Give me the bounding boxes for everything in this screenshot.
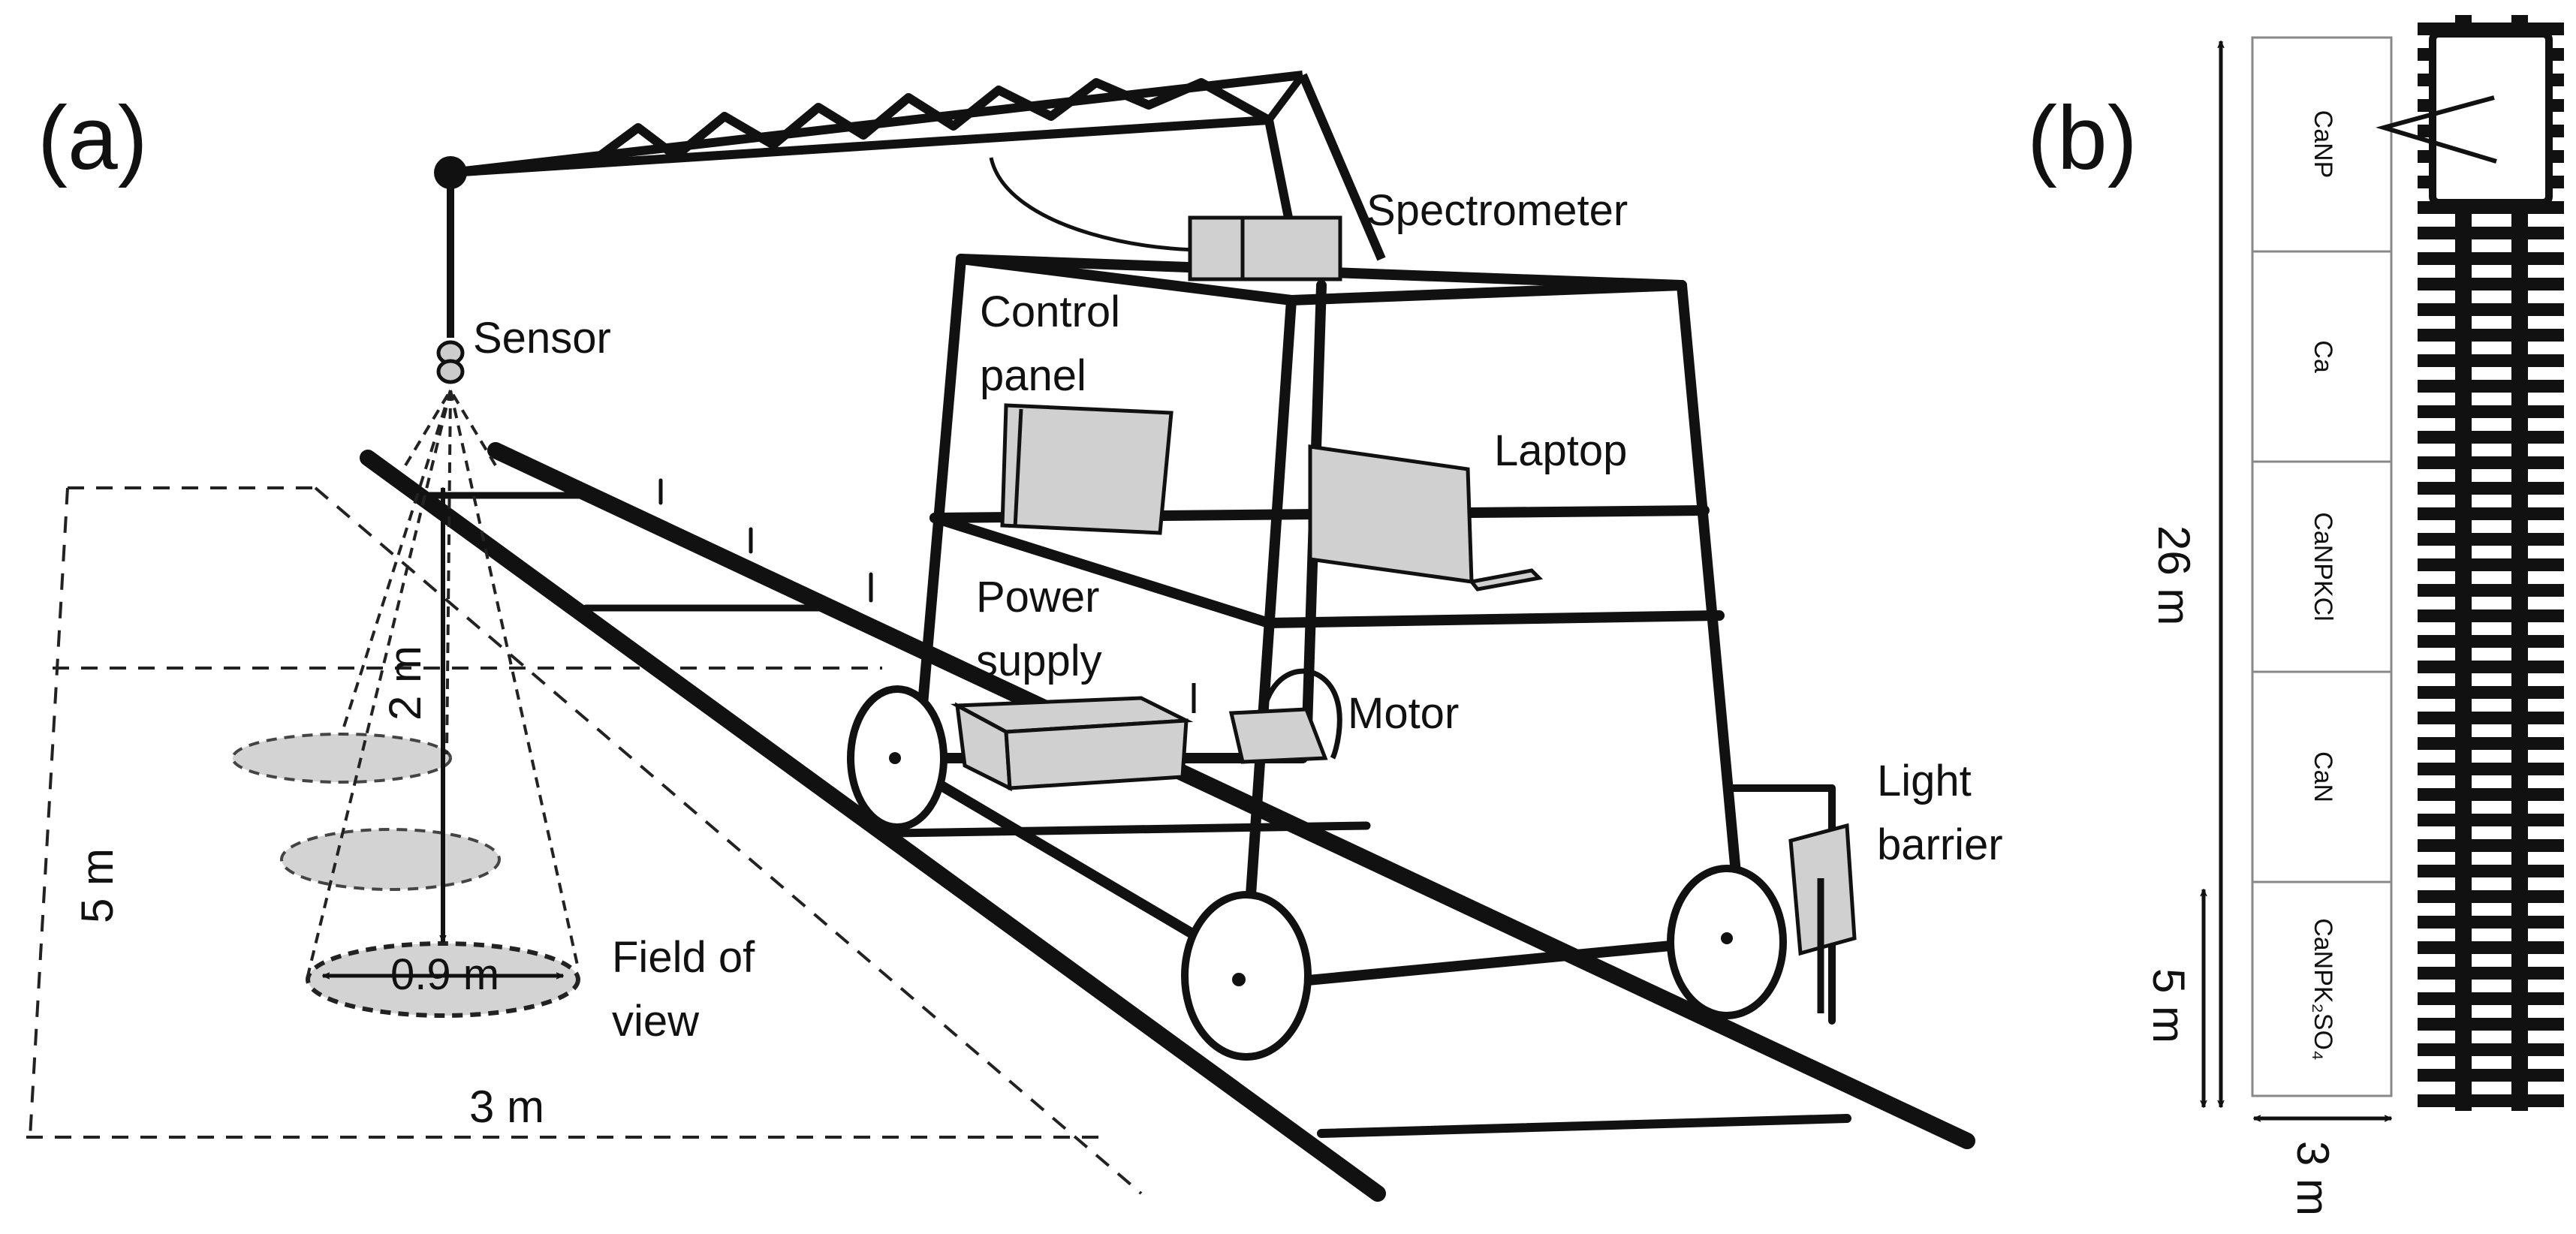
- track-sleeper: [2418, 533, 2564, 546]
- sensor-mast: [434, 156, 467, 384]
- plot-column: [2251, 36, 2393, 1097]
- power-supply-label-1: Power: [976, 573, 1099, 622]
- track-sleeper: [2418, 1043, 2564, 1056]
- fov-diameter-label: 0.9 m: [390, 950, 499, 999]
- light-barrier: [1788, 823, 1857, 1013]
- track-sleeper: [2418, 278, 2564, 290]
- track-rail: [2511, 15, 2528, 1111]
- track-sleeper: [2418, 584, 2564, 597]
- track-sleeper: [2418, 482, 2564, 495]
- track-sleeper: [2418, 354, 2564, 367]
- track-sleeper: [2418, 303, 2564, 316]
- panel-a-label: (a): [38, 88, 148, 188]
- track-sleeper: [2418, 686, 2564, 699]
- panel-a: (a): [26, 71, 2003, 1202]
- track-sleeper: [2418, 405, 2564, 418]
- spectrometer-label: Spectrometer: [1366, 186, 1628, 235]
- plot-label: CaNP: [2309, 110, 2337, 179]
- panel-b-label: (b): [2027, 88, 2138, 188]
- track-sleeper: [2418, 507, 2564, 520]
- field-width-label: 3 m: [469, 1082, 544, 1132]
- track-sleeper: [2418, 558, 2564, 571]
- track-sleeper: [2418, 712, 2564, 724]
- sensor-label: Sensor: [473, 314, 611, 363]
- track-sleeper: [2418, 814, 2564, 826]
- rail-track: [360, 442, 1975, 1202]
- power-supply-box: [950, 683, 1196, 792]
- plot-width-label: 3 m: [2288, 1141, 2338, 1216]
- laptop-label: Laptop: [1494, 426, 1627, 475]
- sensor-height-label: 2 m: [380, 646, 430, 721]
- track-sleeper: [2418, 865, 2564, 877]
- panel-b: (b) 26 m 5 m 3 m CaNP Ca CaNPKCl CaN CaN…: [2027, 15, 2564, 1216]
- railway-track: [2418, 15, 2564, 1111]
- track-sleeper: [2418, 737, 2564, 750]
- field-length-label: 5 m: [72, 848, 122, 923]
- track-sleeper: [2418, 252, 2564, 265]
- track-sleeper: [2418, 941, 2564, 954]
- control-panel-label-1: Control: [980, 287, 1120, 336]
- track-sleeper: [2418, 431, 2564, 444]
- spectrometer-box: [1188, 215, 1342, 281]
- plot-length-label: 5 m: [2144, 968, 2194, 1043]
- laptop: [1308, 444, 1544, 591]
- total-length-label: 26 m: [2149, 525, 2199, 625]
- track-sleeper: [2418, 890, 2564, 903]
- plot-label: CaNPK₂SO₄: [2309, 918, 2337, 1061]
- plot-label: CaN: [2309, 751, 2337, 802]
- track-rail: [2455, 15, 2472, 1111]
- field-of-view-label-2: view: [612, 997, 700, 1046]
- track-sleeper: [2418, 1094, 2564, 1107]
- track-sleeper: [2418, 916, 2564, 929]
- cart-wheels: [847, 685, 1787, 1061]
- track-sleeper: [2418, 661, 2564, 673]
- motor-label: Motor: [1348, 689, 1459, 738]
- track-sleeper: [2418, 380, 2564, 393]
- track-sleeper: [2418, 839, 2564, 852]
- light-barrier-label-1: Light: [1877, 757, 1972, 805]
- field-outline: [26, 486, 1143, 1195]
- power-supply-label-2: supply: [976, 637, 1102, 685]
- motor-box: [1228, 668, 1342, 764]
- plot-label: Ca: [2309, 340, 2337, 373]
- control-panel-box: [1000, 403, 1174, 535]
- plot-label: CaNPKCl: [2309, 512, 2337, 621]
- track-sleeper: [2418, 609, 2564, 622]
- track-sleeper: [2418, 1018, 2564, 1031]
- track-cart: [2376, 30, 2553, 206]
- track-sleeper: [2418, 967, 2564, 980]
- field-of-view-cone: [231, 389, 580, 1018]
- field-of-view-label-1: Field of: [612, 933, 755, 982]
- track-sleeper: [2418, 992, 2564, 1005]
- crane-boom: [450, 71, 1386, 261]
- light-barrier-label-2: barrier: [1877, 820, 2003, 869]
- track-sleeper: [2418, 635, 2564, 648]
- track-sleeper: [2418, 456, 2564, 469]
- track-sleeper: [2418, 763, 2564, 775]
- track-sleeper: [2418, 788, 2564, 801]
- track-sleeper: [2418, 329, 2564, 342]
- control-panel-label-2: panel: [980, 351, 1086, 400]
- track-sleeper: [2418, 227, 2564, 239]
- track-sleeper: [2418, 1069, 2564, 1082]
